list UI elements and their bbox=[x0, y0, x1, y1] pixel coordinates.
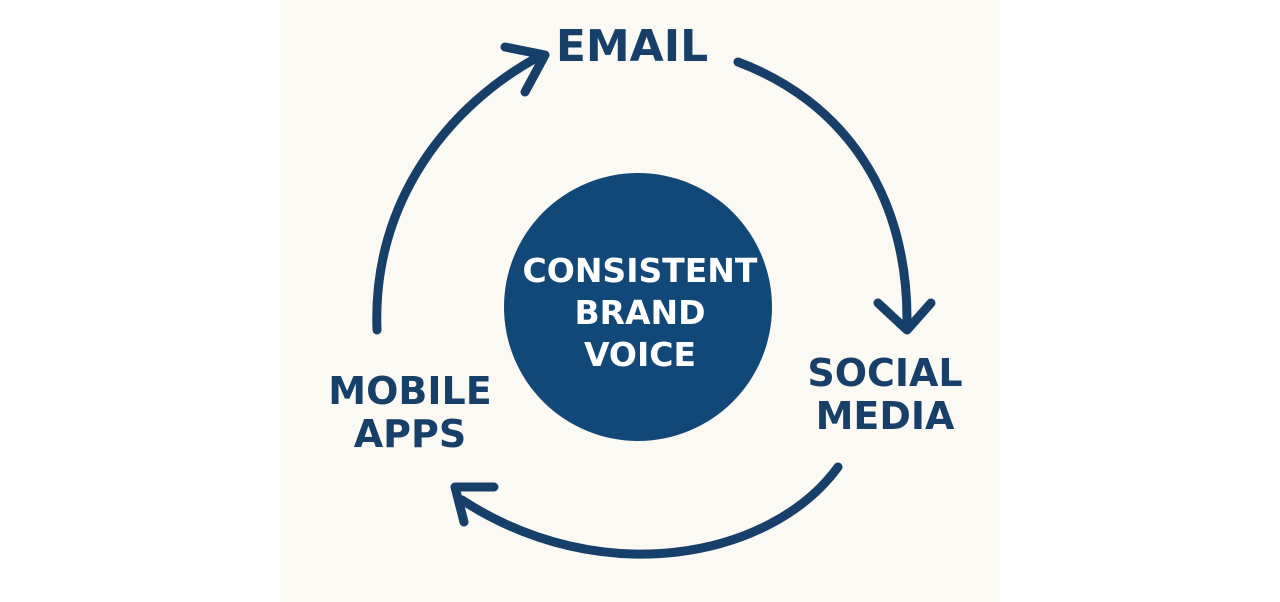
arrowhead-mobile-icon bbox=[450, 482, 499, 527]
arrow-social-to-mobile bbox=[457, 462, 843, 559]
node-social-media-label: SOCIAL MEDIA bbox=[785, 352, 985, 437]
arrow-mobile-to-email bbox=[372, 52, 543, 335]
cycle-diagram bbox=[372, 42, 936, 559]
node-social-line-1: SOCIAL bbox=[807, 351, 963, 395]
center-label-line-2: BRAND bbox=[574, 293, 706, 333]
diagram-canvas: CONSISTENT BRAND VOICE EMAIL SOCIAL MEDI… bbox=[280, 0, 1000, 602]
node-mobile-line-2: APPS bbox=[353, 411, 467, 456]
node-mobile-apps-label: MOBILE APPS bbox=[310, 370, 510, 455]
center-label-line-1: CONSISTENT bbox=[522, 251, 758, 290]
center-label: CONSISTENT BRAND VOICE bbox=[505, 250, 775, 377]
node-social-line-2: MEDIA bbox=[815, 393, 955, 438]
center-circle bbox=[504, 173, 772, 441]
arrowhead-email-icon bbox=[500, 42, 550, 97]
arrow-email-to-social bbox=[733, 57, 912, 327]
node-email-line-1: EMAIL bbox=[555, 21, 709, 72]
center-label-line-3: VOICE bbox=[583, 335, 697, 375]
arrowhead-social-icon bbox=[873, 298, 936, 335]
node-mobile-line-1: MOBILE bbox=[328, 369, 492, 413]
node-email-label: EMAIL bbox=[542, 21, 722, 72]
